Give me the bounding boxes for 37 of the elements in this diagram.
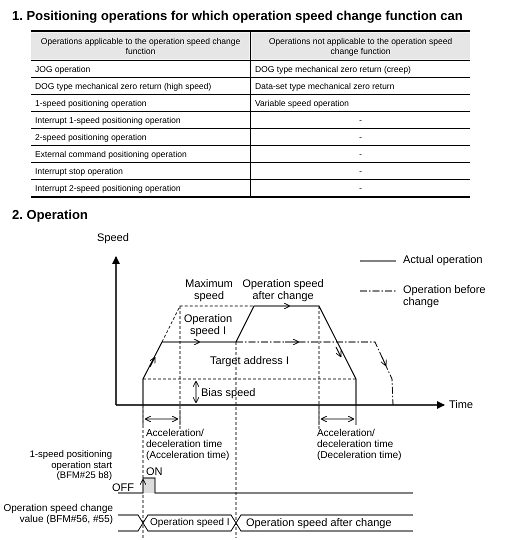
table-cell: - xyxy=(250,146,470,162)
section-heading: 1. Positioning operations for which operation speed change function can xyxy=(12,8,463,23)
bus-value-label: Operation speed after change xyxy=(246,517,392,529)
axis-label: Time xyxy=(449,399,474,411)
table-cell: External command positioning operation xyxy=(31,146,250,162)
bus-value-label: Operation speed I xyxy=(150,517,230,528)
table-cell: Interrupt 1-speed positioning operation xyxy=(31,112,250,128)
chart-label: Operation speed after change xyxy=(241,278,325,302)
column-header: Operations applicable to the operation speed change function xyxy=(31,31,250,60)
signal-label: 1-speed positioning operation start (BFM#25 b8) xyxy=(28,450,112,482)
table-cell: DOG type mechanical zero return (creep) xyxy=(250,60,470,78)
signal-label: Operation speed change value (BFM#56, #55) xyxy=(2,503,113,525)
table-cell: - xyxy=(250,128,470,146)
table-cell: Variable speed operation xyxy=(250,94,470,112)
table-cell: 1-speed positioning operation xyxy=(31,94,250,112)
chart-label: Acceleration/ deceleration time (Acceleration time) xyxy=(146,428,230,461)
column-header: Operations not applicable to the operation speed change function xyxy=(250,31,470,60)
table-cell: JOG operation xyxy=(31,60,250,78)
chart-label: Bias speed xyxy=(201,387,256,399)
table-cell: DOG type mechanical zero return (high speed) xyxy=(31,78,250,94)
state-label: OFF xyxy=(112,482,134,494)
table-cell: - xyxy=(250,162,470,180)
chart-label: Acceleration/ deceleration time (Deceleration time) xyxy=(317,428,402,461)
section-heading: 2. Operation xyxy=(12,207,88,222)
table-cell: - xyxy=(250,112,470,128)
chart-label: Operation speed I xyxy=(182,313,234,337)
legend-label: Actual operation xyxy=(403,254,484,266)
chart-label: Target address I xyxy=(210,355,289,367)
axis-label: Speed xyxy=(97,232,129,244)
state-label: ON xyxy=(146,466,162,478)
table-cell: - xyxy=(250,180,470,197)
table-cell: Data-set type mechanical zero return xyxy=(250,78,470,94)
legend-label: Operation before change xyxy=(403,284,487,308)
table-cell: Interrupt 2-speed positioning operation xyxy=(31,180,250,197)
table-cell: 2-speed positioning operation xyxy=(31,128,250,146)
table-cell: Interrupt stop operation xyxy=(31,162,250,180)
chart-label: Maximum speed xyxy=(184,278,234,302)
